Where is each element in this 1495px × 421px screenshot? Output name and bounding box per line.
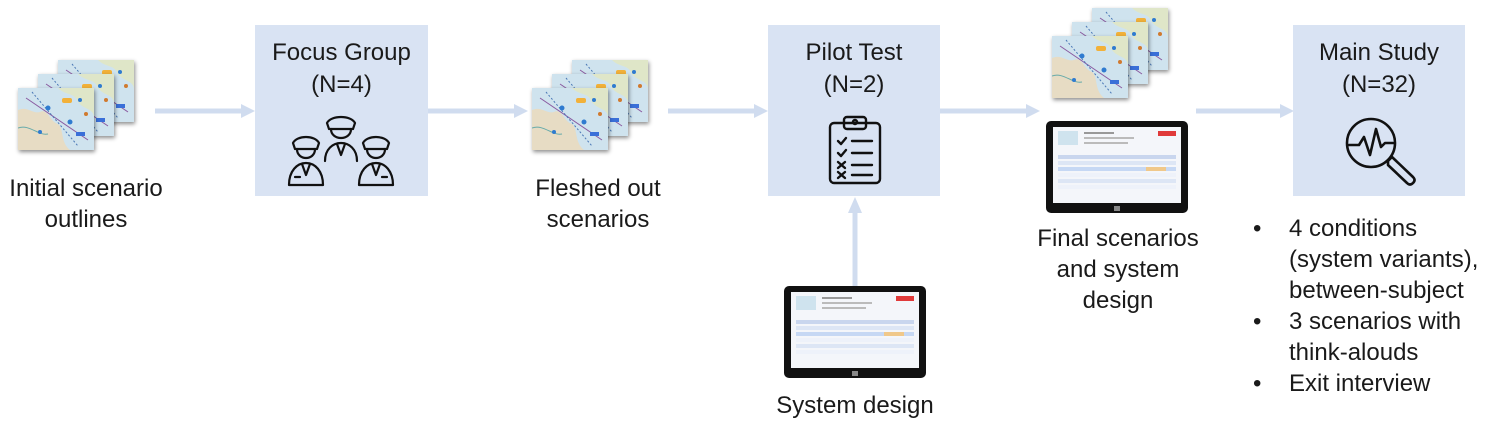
arrow-system-to-pilot [848, 197, 862, 287]
map-thumbnail [1052, 36, 1128, 98]
tablet-icon [784, 286, 926, 378]
pilot-test-box: Pilot Test (N=2) [768, 25, 940, 196]
map-thumbnail [18, 88, 94, 150]
fleshed-map-stack [532, 58, 672, 158]
final-caption-line3: design [1082, 287, 1154, 314]
tablet-icon [1046, 121, 1188, 213]
pilot-test-title: Pilot Test [805, 39, 903, 66]
fleshed-caption-line2: scenarios [546, 206, 650, 233]
main-study-n: (N=32) [1341, 71, 1417, 98]
initial-map-stack [18, 58, 158, 158]
final-caption-line1: Final scenarios [1037, 225, 1199, 252]
main-study-title: Main Study [1318, 39, 1440, 66]
pilots-group-icon [287, 115, 395, 187]
focus-group-title: Focus Group [272, 39, 411, 66]
initial-caption-line1: Initial scenario [9, 175, 163, 202]
list-item: • 4 conditions (system variants), betwee… [1253, 213, 1478, 306]
arrow-initial-to-focus [155, 104, 255, 118]
arrow-fleshed-to-pilot [668, 104, 768, 118]
focus-group-box: Focus Group (N=4) [255, 25, 428, 196]
fleshed-caption-line1: Fleshed out [535, 175, 661, 202]
initial-caption: Initial scenario outlines [0, 173, 174, 235]
final-caption: Final scenarios and system design [1028, 223, 1208, 316]
bullet-3-line1: Exit interview [1289, 370, 1431, 397]
list-item: • 3 scenarios with think-alouds [1253, 306, 1478, 368]
arrow-focus-to-fleshed [428, 104, 528, 118]
bullet-glyph: • [1253, 215, 1262, 242]
bullet-1-line1: 4 conditions [1289, 215, 1418, 242]
fleshed-caption: Fleshed out scenarios [510, 173, 686, 235]
final-map-stack [1052, 6, 1202, 106]
bullet-glyph: • [1253, 308, 1262, 335]
final-caption-line2: and system [1056, 256, 1180, 283]
bullet-2-line1: 3 scenarios with [1289, 308, 1462, 335]
main-study-bullets: • 4 conditions (system variants), betwee… [1253, 213, 1478, 399]
clipboard-checklist-icon [828, 115, 882, 185]
initial-caption-line2: outlines [44, 206, 128, 233]
list-item: • Exit interview [1253, 368, 1478, 399]
bullet-1-line2: (system variants), [1289, 246, 1479, 273]
arrow-final-to-main [1196, 104, 1294, 118]
main-study-box: Main Study (N=32) [1293, 25, 1465, 196]
pilot-test-n: (N=2) [823, 71, 885, 98]
focus-group-n: (N=4) [311, 71, 372, 98]
bullet-2-line2: think-alouds [1289, 339, 1419, 366]
magnifier-heartbeat-icon [1345, 117, 1416, 186]
map-thumbnail [532, 88, 608, 150]
bullet-glyph: • [1253, 370, 1262, 397]
bullet-1-line3: between-subject [1289, 277, 1464, 304]
system-design-caption: System design [776, 392, 934, 419]
arrow-pilot-to-final [940, 104, 1040, 118]
